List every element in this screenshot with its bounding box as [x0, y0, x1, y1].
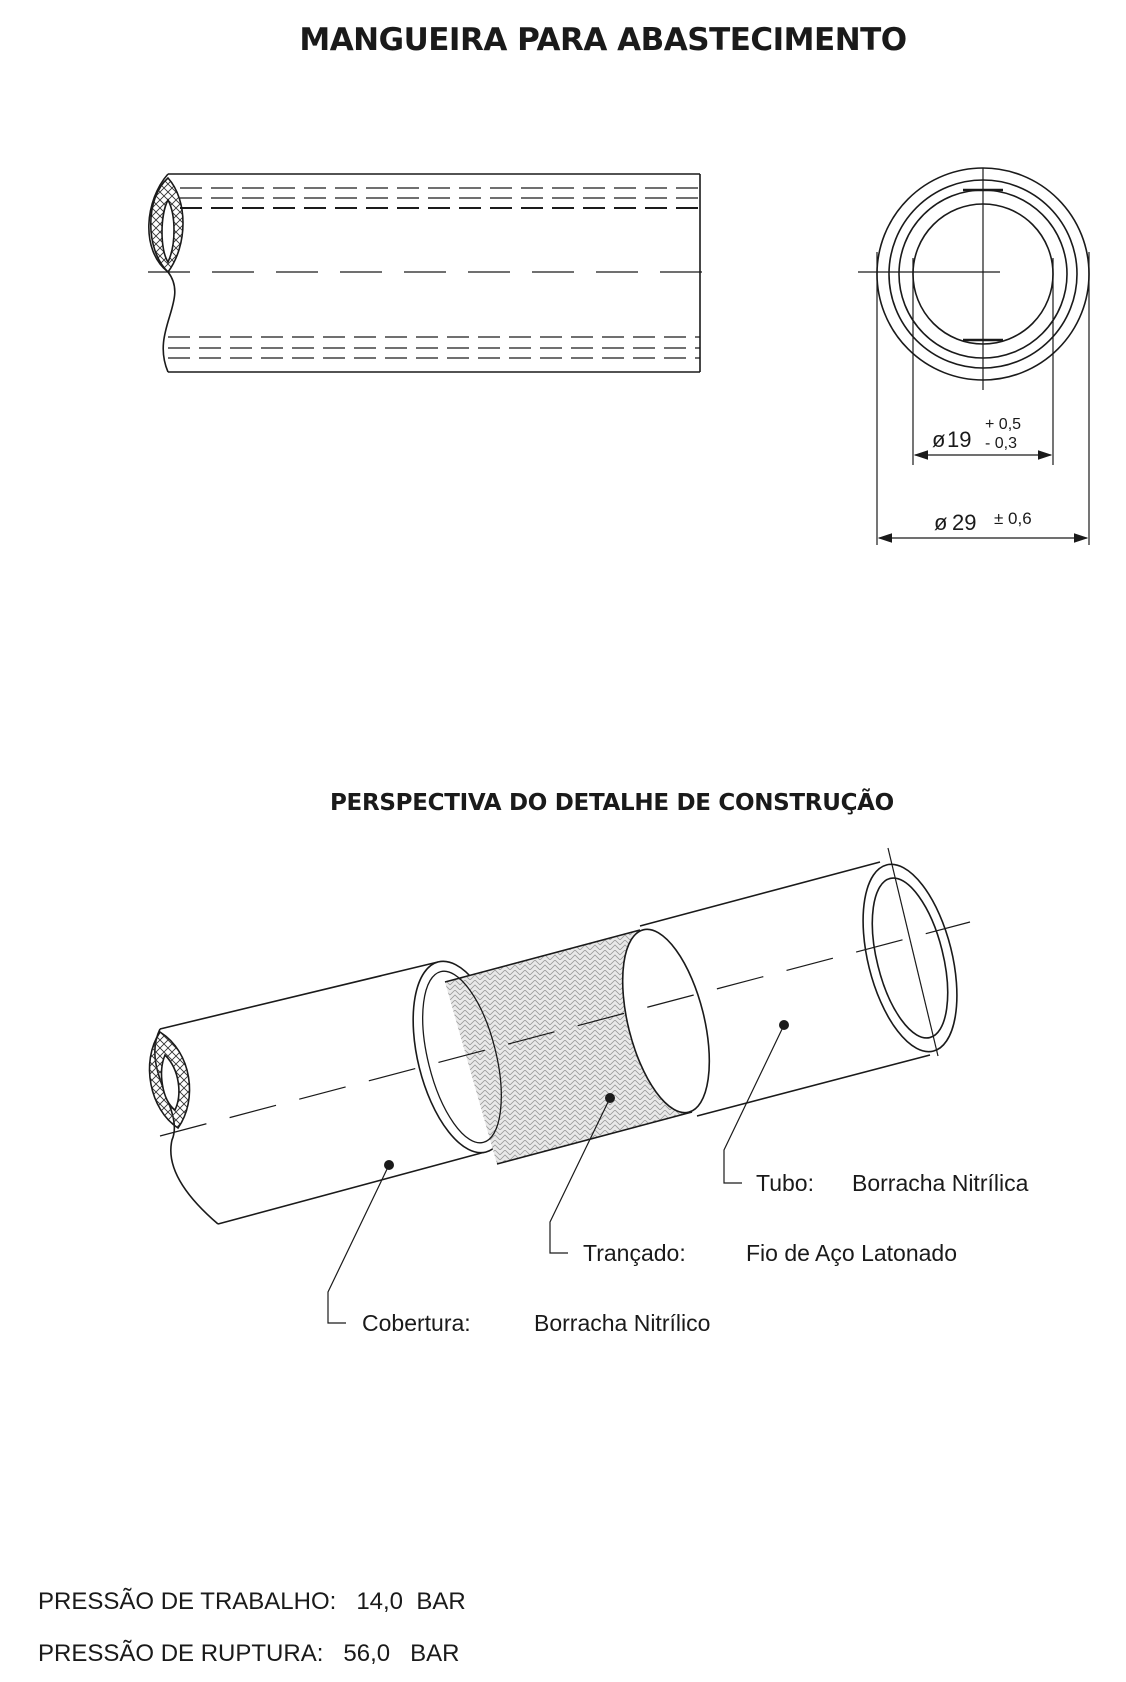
- svg-text:Tubo:: Tubo:: [756, 1170, 814, 1196]
- hose-side-view: [148, 173, 715, 373]
- burst-pressure: PRESSÃO DE RUPTURA: 56,0 BAR: [38, 1640, 460, 1667]
- svg-text:+ 0,5: + 0,5: [985, 416, 1021, 433]
- svg-text:Cobertura:: Cobertura:: [362, 1310, 471, 1336]
- perspective-subtitle: PERSPECTIVA DO DETALHE DE CONSTRUÇÃO: [330, 790, 894, 816]
- drawing-title: MANGUEIRA PARA ABASTECIMENTO: [299, 22, 907, 58]
- svg-text:Borracha Nitrílica: Borracha Nitrílica: [852, 1170, 1029, 1196]
- working-pressure: PRESSÃO DE TRABALHO: 14,0 BAR: [38, 1588, 466, 1615]
- layer-callout-cobertura: Cobertura: Borracha Nitrílico: [362, 1310, 710, 1336]
- layer-callout-trancado: Trançado: Fio de Aço Latonado: [583, 1240, 957, 1266]
- svg-text:ø: ø: [932, 427, 945, 452]
- svg-text:ø: ø: [934, 510, 947, 535]
- outer-diameter-dimension: ø 29 ± 0,6: [934, 509, 1032, 535]
- svg-text:- 0,3: - 0,3: [985, 435, 1017, 452]
- svg-text:19: 19: [947, 427, 971, 452]
- svg-text:Borracha Nitrílico: Borracha Nitrílico: [534, 1310, 710, 1336]
- svg-text:Trançado:: Trançado:: [583, 1240, 686, 1266]
- hose-end-view: [858, 167, 1090, 545]
- svg-text:Fio de Aço Latonado: Fio de Aço Latonado: [746, 1240, 957, 1266]
- svg-text:± 0,6: ± 0,6: [994, 509, 1032, 528]
- hose-perspective-view: [148, 847, 971, 1324]
- svg-text:29: 29: [952, 510, 976, 535]
- inner-diameter-dimension: ø 19 + 0,5 - 0,3: [932, 416, 1021, 452]
- layer-callout-tubo: Tubo: Borracha Nitrílica: [756, 1170, 1029, 1196]
